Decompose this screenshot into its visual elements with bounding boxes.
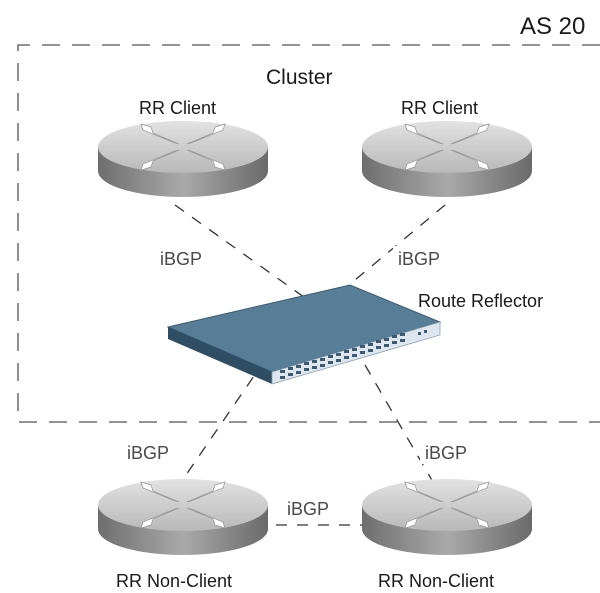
router-client-left [97,120,269,198]
router-label-nonclient-left: RR Non-Client [116,571,232,591]
router-nonclient-right [361,478,533,556]
link-label-client-right: iBGP [398,249,440,269]
link-label-client-left: iBGP [160,249,202,269]
link-label-nonclient-left: iBGP [127,443,169,463]
link-label-nonclient-peer: iBGP [287,499,329,519]
router-client-right [361,120,533,198]
link-label-nonclient-right: iBGP [425,443,467,463]
as-label: AS 20 [520,13,585,40]
router-nonclient-left [97,478,269,556]
cluster-label: Cluster [266,66,333,89]
switch-ports [280,330,427,379]
route-reflector-switch [166,284,442,385]
router-label-client-left: RR Client [139,98,216,118]
route-reflector-label: Route Reflector [418,291,543,311]
router-label-nonclient-right: RR Non-Client [378,571,494,591]
router-label-client-right: RR Client [401,98,478,118]
link-client-left-rr [174,204,316,306]
